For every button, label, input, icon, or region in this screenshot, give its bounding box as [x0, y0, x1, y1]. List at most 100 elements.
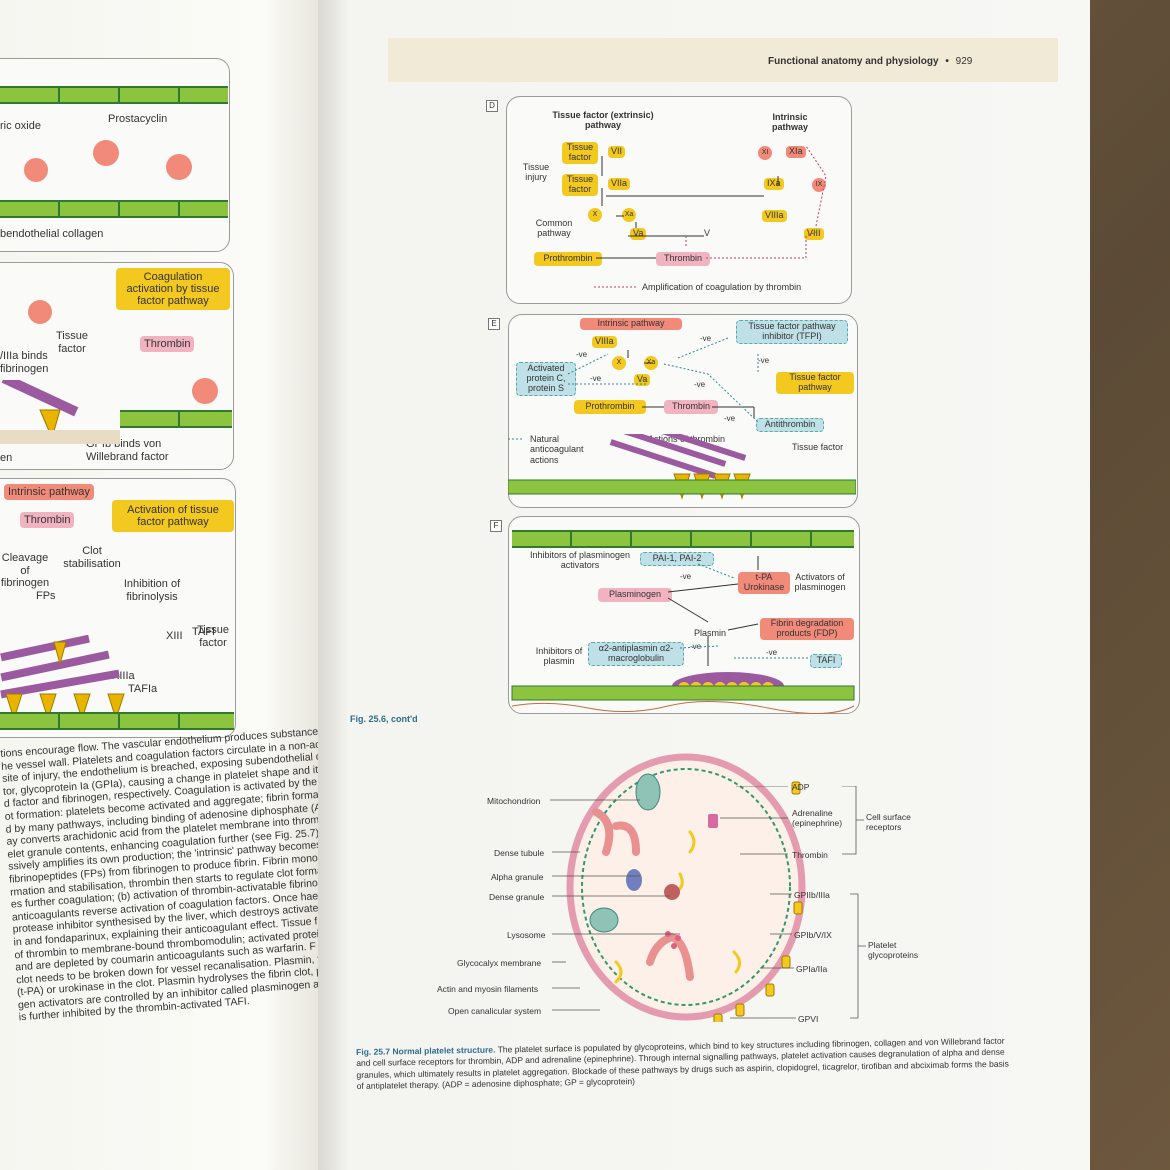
coag-activation-box: Coagulation activation by tissue factor … — [116, 268, 230, 311]
factor-xia-box: XIa — [786, 146, 806, 158]
label-tissue-factor: Tissue factor — [197, 624, 229, 649]
label-tissue-factor: Tissue factor — [56, 330, 88, 355]
label-ve: -ve — [576, 350, 588, 359]
platelet-leader-lines — [550, 786, 866, 1019]
platelet-diagram — [566, 753, 806, 1022]
label-tafi: TAFI — [192, 626, 216, 638]
label-gpib-v-ix: GPIb/V/IX — [794, 930, 832, 940]
plasminogen-box: Plasminogen — [598, 588, 672, 602]
factor-x: X — [612, 356, 626, 370]
platelet-cell — [166, 154, 192, 180]
factor-va-box: Va — [630, 228, 647, 240]
label-gpia-iia: GPIa/IIa — [796, 964, 828, 974]
running-head-bullet: • — [945, 56, 949, 67]
label-alpha-granule: Alpha granule — [491, 872, 544, 882]
thrombin-box: Thrombin — [140, 336, 195, 353]
panel-e-arrows — [508, 337, 759, 440]
factor-xa: Xa — [622, 208, 636, 222]
label-tissue-factor: Tissue factor — [792, 442, 844, 452]
factor-viia-box: VIIa — [608, 178, 631, 190]
label-collagen: bendothelial collagen — [0, 228, 104, 240]
platelet-cell — [28, 300, 52, 324]
panel-tag-f: F — [490, 520, 502, 532]
label-inhib-plasmin: Inhibitors of plasmin — [535, 646, 583, 667]
activation-tf-box: Activation of tissue factor pathway — [112, 500, 234, 533]
caption-label: Fig. 25.7 Normal platelet structure. — [356, 1044, 496, 1057]
apc-box: Activated protein C, protein S — [516, 362, 576, 396]
panel-d — [506, 96, 852, 304]
fig-cont-label: Fig. 25.6, cont'd — [350, 714, 418, 724]
label-clot-stab: Clot stabilisation — [63, 545, 121, 570]
tf-pathway-box: Tissue factor pathway — [776, 372, 854, 394]
label-tafia: TAFIa — [128, 683, 158, 695]
platelet-cell — [24, 158, 48, 182]
label-gpiib-iiia: GPIIb/IIIa — [794, 890, 830, 900]
tafi-box: TAFI — [810, 654, 842, 668]
prothrombin-box: Prothrombin — [574, 400, 646, 414]
tissue-factor-box: Tissue factor — [562, 174, 598, 196]
label-ve: -ve — [694, 380, 706, 389]
label-lysosome: Lysosome — [507, 930, 546, 940]
platelet-cell — [93, 140, 119, 166]
panel-tag-e: E — [488, 318, 500, 330]
panel-f-graphic — [511, 672, 855, 714]
tissue-factor-box: Tissue factor — [562, 142, 598, 164]
thrombin-box: Thrombin — [20, 512, 75, 529]
label-canalicular: Open canalicular system — [448, 1006, 542, 1016]
label-xiii: XIII — [166, 630, 183, 642]
left-page: ric oxide Prostacyclin bendothelial coll… — [0, 0, 330, 1170]
a2-box: α2-antiplasmin α2-macroglobulin — [588, 642, 684, 666]
label-plasmin: Plasmin — [694, 628, 727, 638]
label-gpvi: GPVI — [798, 1014, 819, 1024]
label-ve: -ve — [724, 414, 736, 423]
label-ve: -ve — [680, 572, 692, 581]
prothrombin-box: Prothrombin — [534, 252, 602, 266]
label-prostacyclin: Prostacyclin — [108, 113, 168, 125]
label-inhib-pa: Inhibitors of plasminogen activators — [529, 550, 631, 571]
label-cell-surface: Cell surface receptors — [866, 812, 911, 832]
label-gpiib: /IIIa binds fibrinogen — [0, 350, 49, 375]
label-ve: -ve — [758, 356, 770, 365]
label-natural: Natural anticoagulant actions — [530, 434, 584, 465]
vessel-wall — [0, 200, 228, 218]
panel-tag-d: D — [486, 100, 498, 112]
running-head-title: Functional anatomy and physiology — [768, 56, 939, 67]
factor-ixa-box: IXa — [764, 178, 784, 190]
label-cut-word: en — [0, 452, 13, 464]
body-text: tions encourage flow. The vascular endot… — [0, 720, 330, 1025]
label-mitochondrion: Mitochondrion — [487, 796, 541, 806]
label-common: Common pathway — [535, 218, 573, 239]
label-factor-v: V — [704, 228, 711, 238]
label-ve: -ve — [690, 642, 702, 651]
label-cleavage: Cleavage of fibrinogen — [0, 552, 50, 590]
antithrombin-box: Antithrombin — [756, 418, 824, 432]
header-band — [388, 38, 1058, 82]
label-thrombin: Thrombin — [792, 850, 828, 860]
label-inhibition: Inhibition of fibrinolysis — [123, 578, 181, 603]
factor-ix: IX — [812, 178, 826, 192]
factor-viiia-box: VIIIa — [592, 336, 617, 348]
label-fps: FPs — [36, 590, 56, 602]
label-glycocalyx: Glycocalyx membrane — [457, 958, 542, 968]
vessel-wall — [512, 530, 854, 548]
label-activators: Activators of plasminogen — [794, 572, 846, 593]
pai-box: PAI-1, PAI-2 — [640, 552, 714, 566]
factor-viii-box: VIII — [804, 228, 824, 240]
page-number: 929 — [955, 56, 973, 67]
label-dense-granule: Dense granule — [489, 892, 545, 902]
thrombin-box: Thrombin — [656, 252, 710, 266]
intrinsic-box: Intrinsic pathway — [4, 484, 94, 501]
label-adrenaline: Adrenaline (epinephrine) — [792, 808, 843, 828]
label-ve: -ve — [700, 334, 712, 343]
panel-d-arrows — [594, 145, 827, 288]
factor-va-box: Va — [634, 374, 651, 386]
vessel-wall — [120, 410, 232, 428]
intrinsic-box: Intrinsic pathway — [580, 318, 682, 330]
tpa-box: t-PA Urokinase — [738, 572, 790, 594]
label-ve: -ve — [590, 374, 602, 383]
label-dense-tubule: Dense tubule — [494, 848, 545, 858]
running-head: Functional anatomy and physiology • 929 — [768, 56, 972, 67]
label-glycoproteins: Platelet glycoproteins — [868, 940, 919, 960]
factor-viiia-box: VIIIa — [762, 210, 787, 222]
panel-f-arrows — [667, 556, 808, 666]
